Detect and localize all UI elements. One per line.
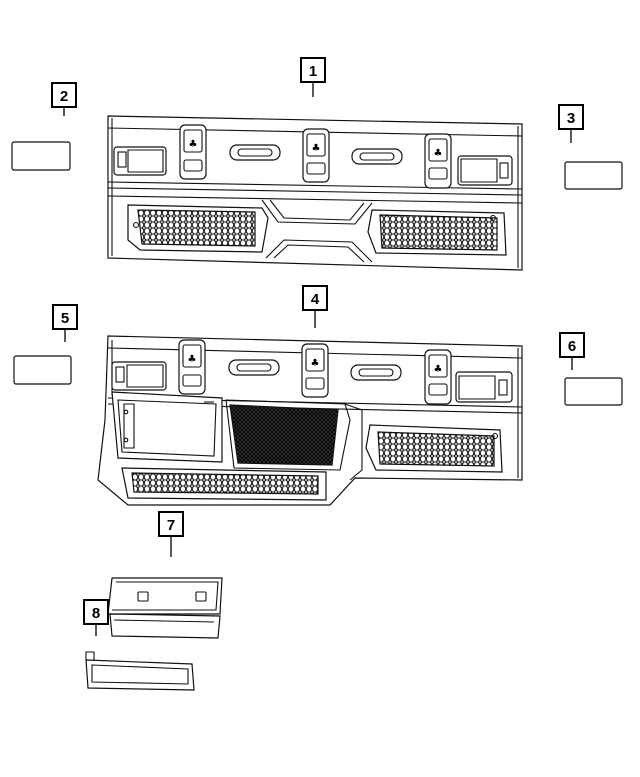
bin-cover (85, 651, 195, 691)
callout-3-label: 3 (567, 110, 575, 127)
callout-7: 7 (158, 511, 184, 557)
callout-4: 4 (302, 285, 328, 328)
callout-2: 2 (51, 82, 77, 116)
insert-pad-6 (564, 377, 623, 406)
svg-text:♣: ♣ (188, 354, 197, 365)
release-handle-left: ♣ (179, 124, 207, 180)
insert-pad-5 (13, 355, 72, 385)
callout-6: 6 (559, 332, 585, 370)
callout-4-label: 4 (311, 291, 320, 308)
storage-bin (107, 577, 223, 639)
trim-panel-upper: ♣ ♣ ♣ (107, 115, 523, 271)
callout-1-label: 1 (309, 63, 317, 80)
callout-5-label: 5 (61, 310, 69, 327)
callout-2-label: 2 (60, 88, 68, 105)
release-handle-right-lower: ♣ (424, 349, 452, 405)
insert-pad-2 (11, 141, 71, 171)
callout-3: 3 (558, 104, 584, 143)
release-handle-center: ♣ (302, 128, 330, 183)
svg-text:♣: ♣ (312, 143, 321, 154)
trim-panel-lower: ♣ ♣ ♣ (97, 335, 523, 506)
callout-8-label: 8 (92, 605, 100, 622)
callout-7-label: 7 (167, 517, 175, 534)
callout-8: 8 (83, 599, 109, 636)
callout-5: 5 (52, 304, 78, 342)
svg-text:♣: ♣ (434, 364, 443, 375)
release-handle-left-lower: ♣ (178, 339, 206, 395)
release-handle-right: ♣ (424, 133, 452, 189)
insert-pad-3 (564, 161, 623, 190)
callout-6-label: 6 (568, 338, 576, 355)
svg-text:♣: ♣ (189, 139, 198, 150)
callout-1: 1 (300, 57, 326, 97)
svg-text:♣: ♣ (434, 148, 443, 159)
release-handle-center-lower: ♣ (301, 343, 329, 398)
svg-text:♣: ♣ (311, 358, 320, 369)
